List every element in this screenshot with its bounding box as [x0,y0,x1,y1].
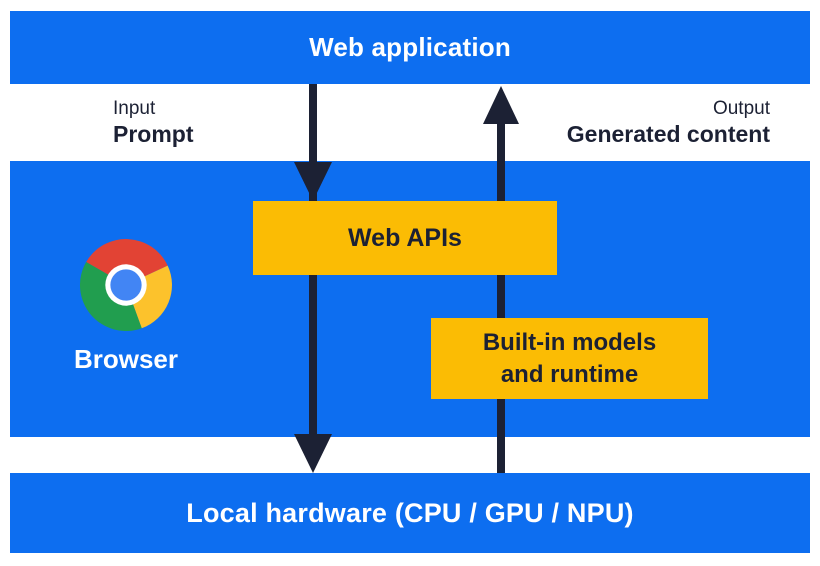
local-hardware-label: Local hardware (CPU / GPU / NPU) [186,497,634,528]
local-hardware-layer: Local hardware (CPU / GPU / NPU) [10,473,810,553]
browser-label: Browser [73,344,179,374]
generated-up-arrow-shaft [497,124,505,473]
web-apis-box: Web APIs [253,201,557,275]
prompt-down-arrowhead-to-hardware [294,434,332,473]
builtin-models-label-line2: and runtime [500,360,639,388]
builtin-models-label-line1: Built-in models [482,328,657,356]
input-title: Input [113,98,156,119]
web-application-layer: Web application [10,11,810,84]
web-application-label: Web application [309,32,511,62]
generated-up-arrowhead-to-web-application [483,86,519,124]
chrome-logo-icon [80,239,172,331]
output-label-group: Output Generated content [567,84,770,161]
input-label-group: Input Prompt [113,84,194,161]
output-value: Generated content [566,121,770,147]
prompt-down-arrowhead-to-web-apis [294,162,332,201]
web-apis-label: Web APIs [348,223,462,252]
builtin-models-box: Built-in models and runtime [431,318,708,399]
output-title: Output [712,98,770,119]
input-value: Prompt [113,121,194,147]
